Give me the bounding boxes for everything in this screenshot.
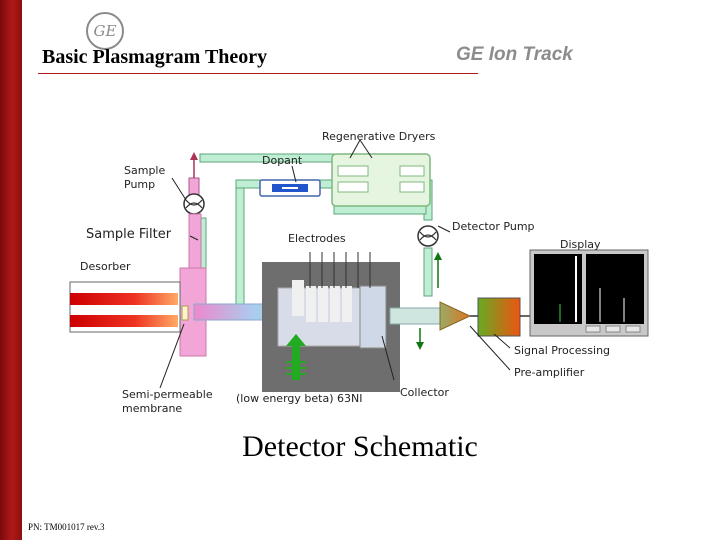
label-sample-pump-1: Sample (124, 164, 165, 177)
label-membrane-1: Semi-permeable (122, 388, 213, 401)
display-window (529, 249, 649, 337)
label-dopant: Dopant (262, 154, 303, 167)
sidebar-band (0, 0, 22, 540)
beta-source-arrow (286, 334, 306, 380)
label-signal-processing: Signal Processing (514, 344, 610, 357)
preamp-and-processing (439, 297, 530, 337)
label-sample-pump-2: Pump (124, 178, 155, 191)
diagram-caption: Detector Schematic (242, 430, 478, 463)
label-display: Display (560, 238, 601, 251)
label-membrane-2: membrane (122, 402, 182, 415)
label-regenerative-dryers: Regenerative Dryers (322, 130, 436, 143)
regenerative-dryers (331, 153, 431, 207)
sample-pump (183, 152, 205, 215)
brand-name: GE Ion Track (456, 44, 573, 65)
footer-part-number: PN: TM001017 rev.3 (28, 522, 105, 532)
label-collector: Collector (400, 386, 449, 399)
detector-body (262, 262, 441, 392)
dopant-chamber (259, 179, 321, 197)
detector-pump (416, 225, 442, 350)
leader-lines (159, 139, 511, 389)
label-detector-pump: Detector Pump (452, 220, 535, 233)
label-desorber: Desorber (80, 260, 131, 273)
detector-schematic: Regenerative Dryers Dopant Sample Pump S… (69, 130, 649, 415)
label-sample-filter: Sample Filter (86, 227, 172, 242)
label-pre-amplifier: Pre-amplifier (514, 366, 585, 379)
diagram-labels: Regenerative Dryers Dopant Sample Pump S… (80, 130, 610, 415)
label-electrodes: Electrodes (288, 232, 346, 245)
slide-title: Basic Plasmagram Theory (42, 46, 268, 68)
title-rule (38, 73, 478, 74)
ge-logo: GE (86, 12, 124, 50)
electrodes (309, 252, 371, 288)
desorber-heater (69, 281, 189, 333)
label-source: (low energy beta) 63NI (236, 392, 362, 405)
